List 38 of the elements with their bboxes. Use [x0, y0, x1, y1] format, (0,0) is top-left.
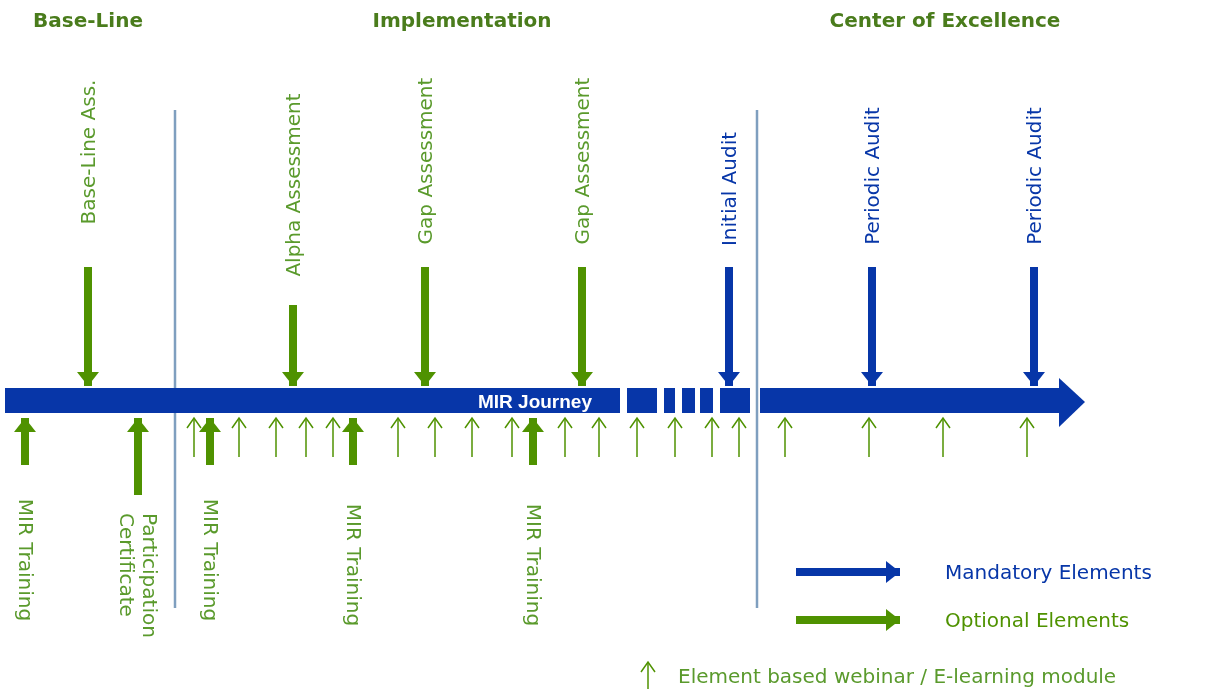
milestone-label: Periodic Audit [860, 107, 884, 245]
arrow [504, 417, 520, 458]
milestone-label: Periodic Audit [1022, 107, 1046, 245]
arrow [667, 417, 683, 458]
arrow [861, 417, 877, 458]
arrow [704, 417, 720, 458]
milestone-label: Initial Audit [717, 131, 741, 247]
arrow [464, 417, 480, 458]
arrow [325, 417, 341, 458]
arrow [557, 417, 573, 458]
milestone-label: MIR Training [521, 503, 545, 627]
timeline-label: MIR Journey [478, 391, 592, 413]
arrow [1019, 417, 1035, 458]
milestone-label: Alpha Assessment [281, 93, 305, 277]
arrow [935, 417, 951, 458]
arrow [427, 417, 443, 458]
arrow [298, 417, 314, 458]
milestone-label: Base-Line Ass. [76, 79, 100, 225]
arrow [731, 417, 747, 458]
phase-heading: Center of Excellence [829, 8, 1061, 32]
arrow [231, 417, 247, 458]
arrow [591, 417, 607, 458]
arrow [777, 417, 793, 458]
phase-heading: Implementation [372, 8, 552, 32]
milestone-label: Gap Assessment [570, 77, 594, 245]
legend-text: Optional Elements [945, 608, 1130, 632]
arrow [268, 417, 284, 458]
milestone-label: Gap Assessment [413, 77, 437, 245]
arrow [390, 417, 406, 458]
legend-text: Mandatory Elements [945, 560, 1152, 584]
legend-text: Element based webinar / E-learning module [678, 664, 1117, 688]
arrow [186, 417, 202, 458]
milestone-label: MIR Training [198, 498, 222, 622]
milestone-label: MIR Training [13, 498, 37, 622]
milestone-label: MIR Training [341, 503, 365, 627]
phase-heading: Base-Line [33, 8, 143, 32]
milestone-label: Participation Certificate [115, 513, 161, 663]
arrow [629, 417, 645, 458]
